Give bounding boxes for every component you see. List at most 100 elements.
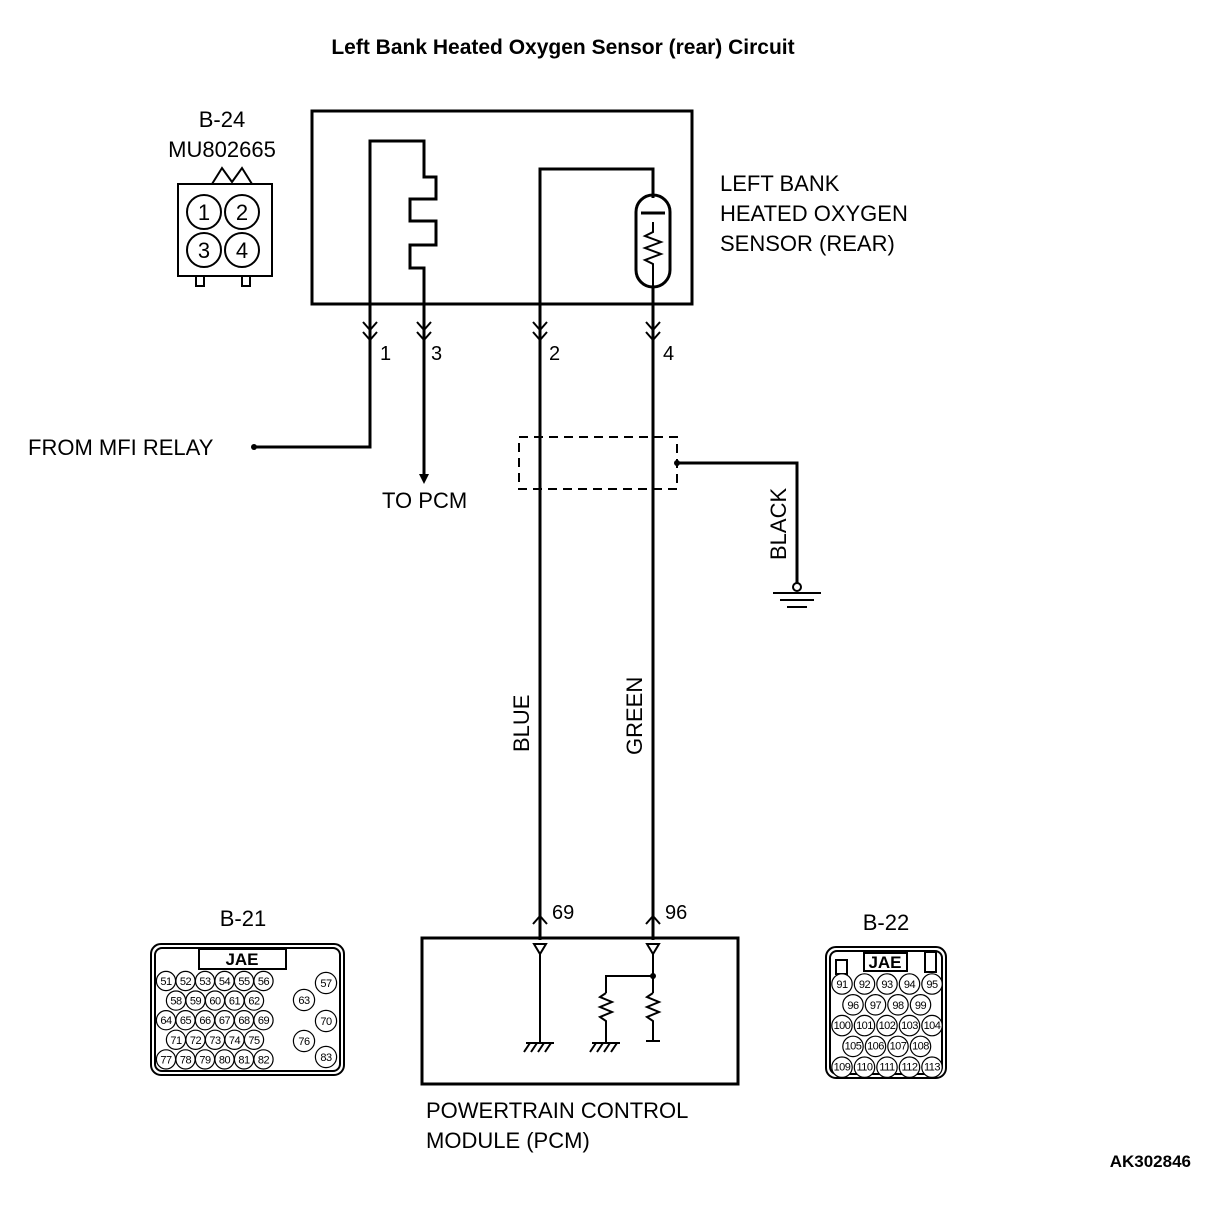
connector-cavity-label: 73 [209, 1035, 221, 1047]
connector-cavity [224, 232, 260, 268]
connector-cavity [253, 1049, 274, 1070]
connector-foot [241, 275, 251, 287]
connector-cavity [921, 973, 943, 995]
sensor-label-line2: HEATED OXYGEN [720, 201, 908, 226]
connector-b22-brand-box [863, 952, 908, 972]
connector-cavity [921, 1014, 943, 1037]
connector-cavity-label: 65 [180, 1015, 192, 1027]
to-pcm-label: TO PCM [382, 488, 467, 513]
shield-ground-wire [677, 461, 799, 585]
connector-cavity-label: 101 [856, 1020, 873, 1032]
sensor-pin-4: 4 [663, 343, 674, 365]
connector-cavity-label: 104 [924, 1020, 941, 1032]
connector-cavity-label: 64 [160, 1015, 172, 1027]
sensor-connector-b24: B-24 MU802665 1 2 3 4 [168, 107, 276, 287]
connector-cavity-label: 93 [881, 979, 893, 991]
shield-wire-color: BLACK [766, 488, 791, 560]
connector-b22-id: B-22 [863, 910, 909, 935]
connector-b21-brand-box [198, 948, 287, 970]
connector-cavity [898, 1014, 921, 1037]
sensor-box [310, 109, 694, 306]
connector-cavity-label: 92 [859, 979, 871, 991]
connector-cavity [842, 993, 864, 1016]
sensor-connector-id: B-24 [199, 107, 245, 132]
pcm-box [420, 936, 740, 1086]
connector-cavity [887, 1035, 909, 1058]
connector-cavity-label: 69 [258, 1015, 270, 1027]
connector-foot [195, 275, 205, 287]
connector-cavity-label: 76 [298, 1036, 310, 1048]
pcm-resistor [597, 992, 615, 1043]
connector-cavity [831, 1056, 853, 1078]
connector-cavity-label: 67 [219, 1015, 231, 1027]
connector-cavity [876, 1014, 898, 1037]
connector-cavity [243, 990, 265, 1011]
connector-cavity [224, 194, 260, 230]
shield-dot [674, 460, 680, 466]
connector-cavity-label: 105 [845, 1041, 862, 1053]
connector-cavity-label: 110 [856, 1061, 872, 1073]
connector-cavity-label: 75 [248, 1035, 260, 1047]
connector-cavity [864, 1035, 887, 1058]
connector-cavity [864, 993, 887, 1016]
connector-cavity [921, 1056, 943, 1078]
connector-cavity-label: 102 [879, 1020, 896, 1032]
connector-cavity [253, 1010, 274, 1031]
connector-cavity-label: 97 [870, 1000, 882, 1012]
diagram-title: Left Bank Heated Oxygen Sensor (rear) Ci… [331, 36, 794, 59]
connector-cavity-label: 61 [229, 996, 241, 1008]
connector-cavity-label: 108 [912, 1041, 929, 1053]
connector-cavity [243, 1029, 265, 1051]
connector-cavity [186, 194, 222, 230]
connector-cavity-label: 80 [219, 1054, 231, 1066]
connector-lock-tab [211, 166, 253, 185]
connector-cavity [831, 1014, 853, 1037]
heater-element [368, 139, 438, 304]
connector-cavity-label: 83 [320, 1052, 332, 1064]
connector-cavity-label: 60 [209, 996, 221, 1008]
figure-code: AK302846 [1110, 1152, 1191, 1171]
connector-cavity [887, 993, 909, 1016]
connector-cavity [876, 1056, 898, 1078]
pcm-pin-69: 69 [552, 902, 574, 924]
blue-wire-color: BLUE [509, 695, 534, 752]
oxygen-sensor: LEFT BANK HEATED OXYGEN SENSOR (REAR) [310, 109, 908, 306]
connector-cavity [842, 1035, 864, 1058]
sensor-label-line3: SENSOR (REAR) [720, 231, 895, 256]
pcm-module [420, 936, 740, 1086]
connector-cavity-label: 54 [219, 976, 231, 988]
connector-cavity-label: 66 [199, 1015, 211, 1027]
connector-cavity-label: 72 [190, 1035, 202, 1047]
connector-cavity-label: 100 [834, 1020, 851, 1032]
arrow-icon [419, 474, 429, 484]
connector-cavity-label: 99 [915, 1000, 927, 1012]
pcm-pin-96: 96 [665, 902, 687, 924]
sensor-label-line1: LEFT BANK [720, 171, 840, 196]
sensor-pin-2: 2 [549, 343, 560, 365]
connector-b22-body [825, 946, 947, 1079]
connector-cavity-label: 70 [320, 1016, 332, 1028]
connector-cavity [898, 973, 921, 995]
sensor-element [634, 193, 672, 289]
connector-cavity [831, 973, 853, 995]
connector-cavity [186, 232, 222, 268]
connector-cavity-label: 112 [901, 1061, 917, 1073]
connector-b21-brand: JAE [225, 950, 258, 969]
connector-cavity [314, 971, 338, 995]
pcm-terminal-chevron [645, 914, 661, 925]
sensor-terminal-chevrons [362, 321, 661, 342]
connector-cavity [292, 1029, 316, 1053]
connector-cavity [253, 970, 274, 992]
connector-b22-tab [924, 951, 937, 973]
connector-pin-label: 1 [198, 200, 210, 225]
connector-pin-label: 2 [236, 200, 248, 225]
from-mfi-relay-label: FROM MFI RELAY [28, 435, 214, 460]
connector-cavity [909, 1035, 932, 1058]
connector-cavity [314, 1009, 338, 1033]
connector-cavity-label: 78 [180, 1054, 192, 1066]
connector-cavity-label: 95 [926, 979, 938, 991]
junction-dot [650, 973, 656, 979]
sensor-resistor [642, 222, 664, 286]
